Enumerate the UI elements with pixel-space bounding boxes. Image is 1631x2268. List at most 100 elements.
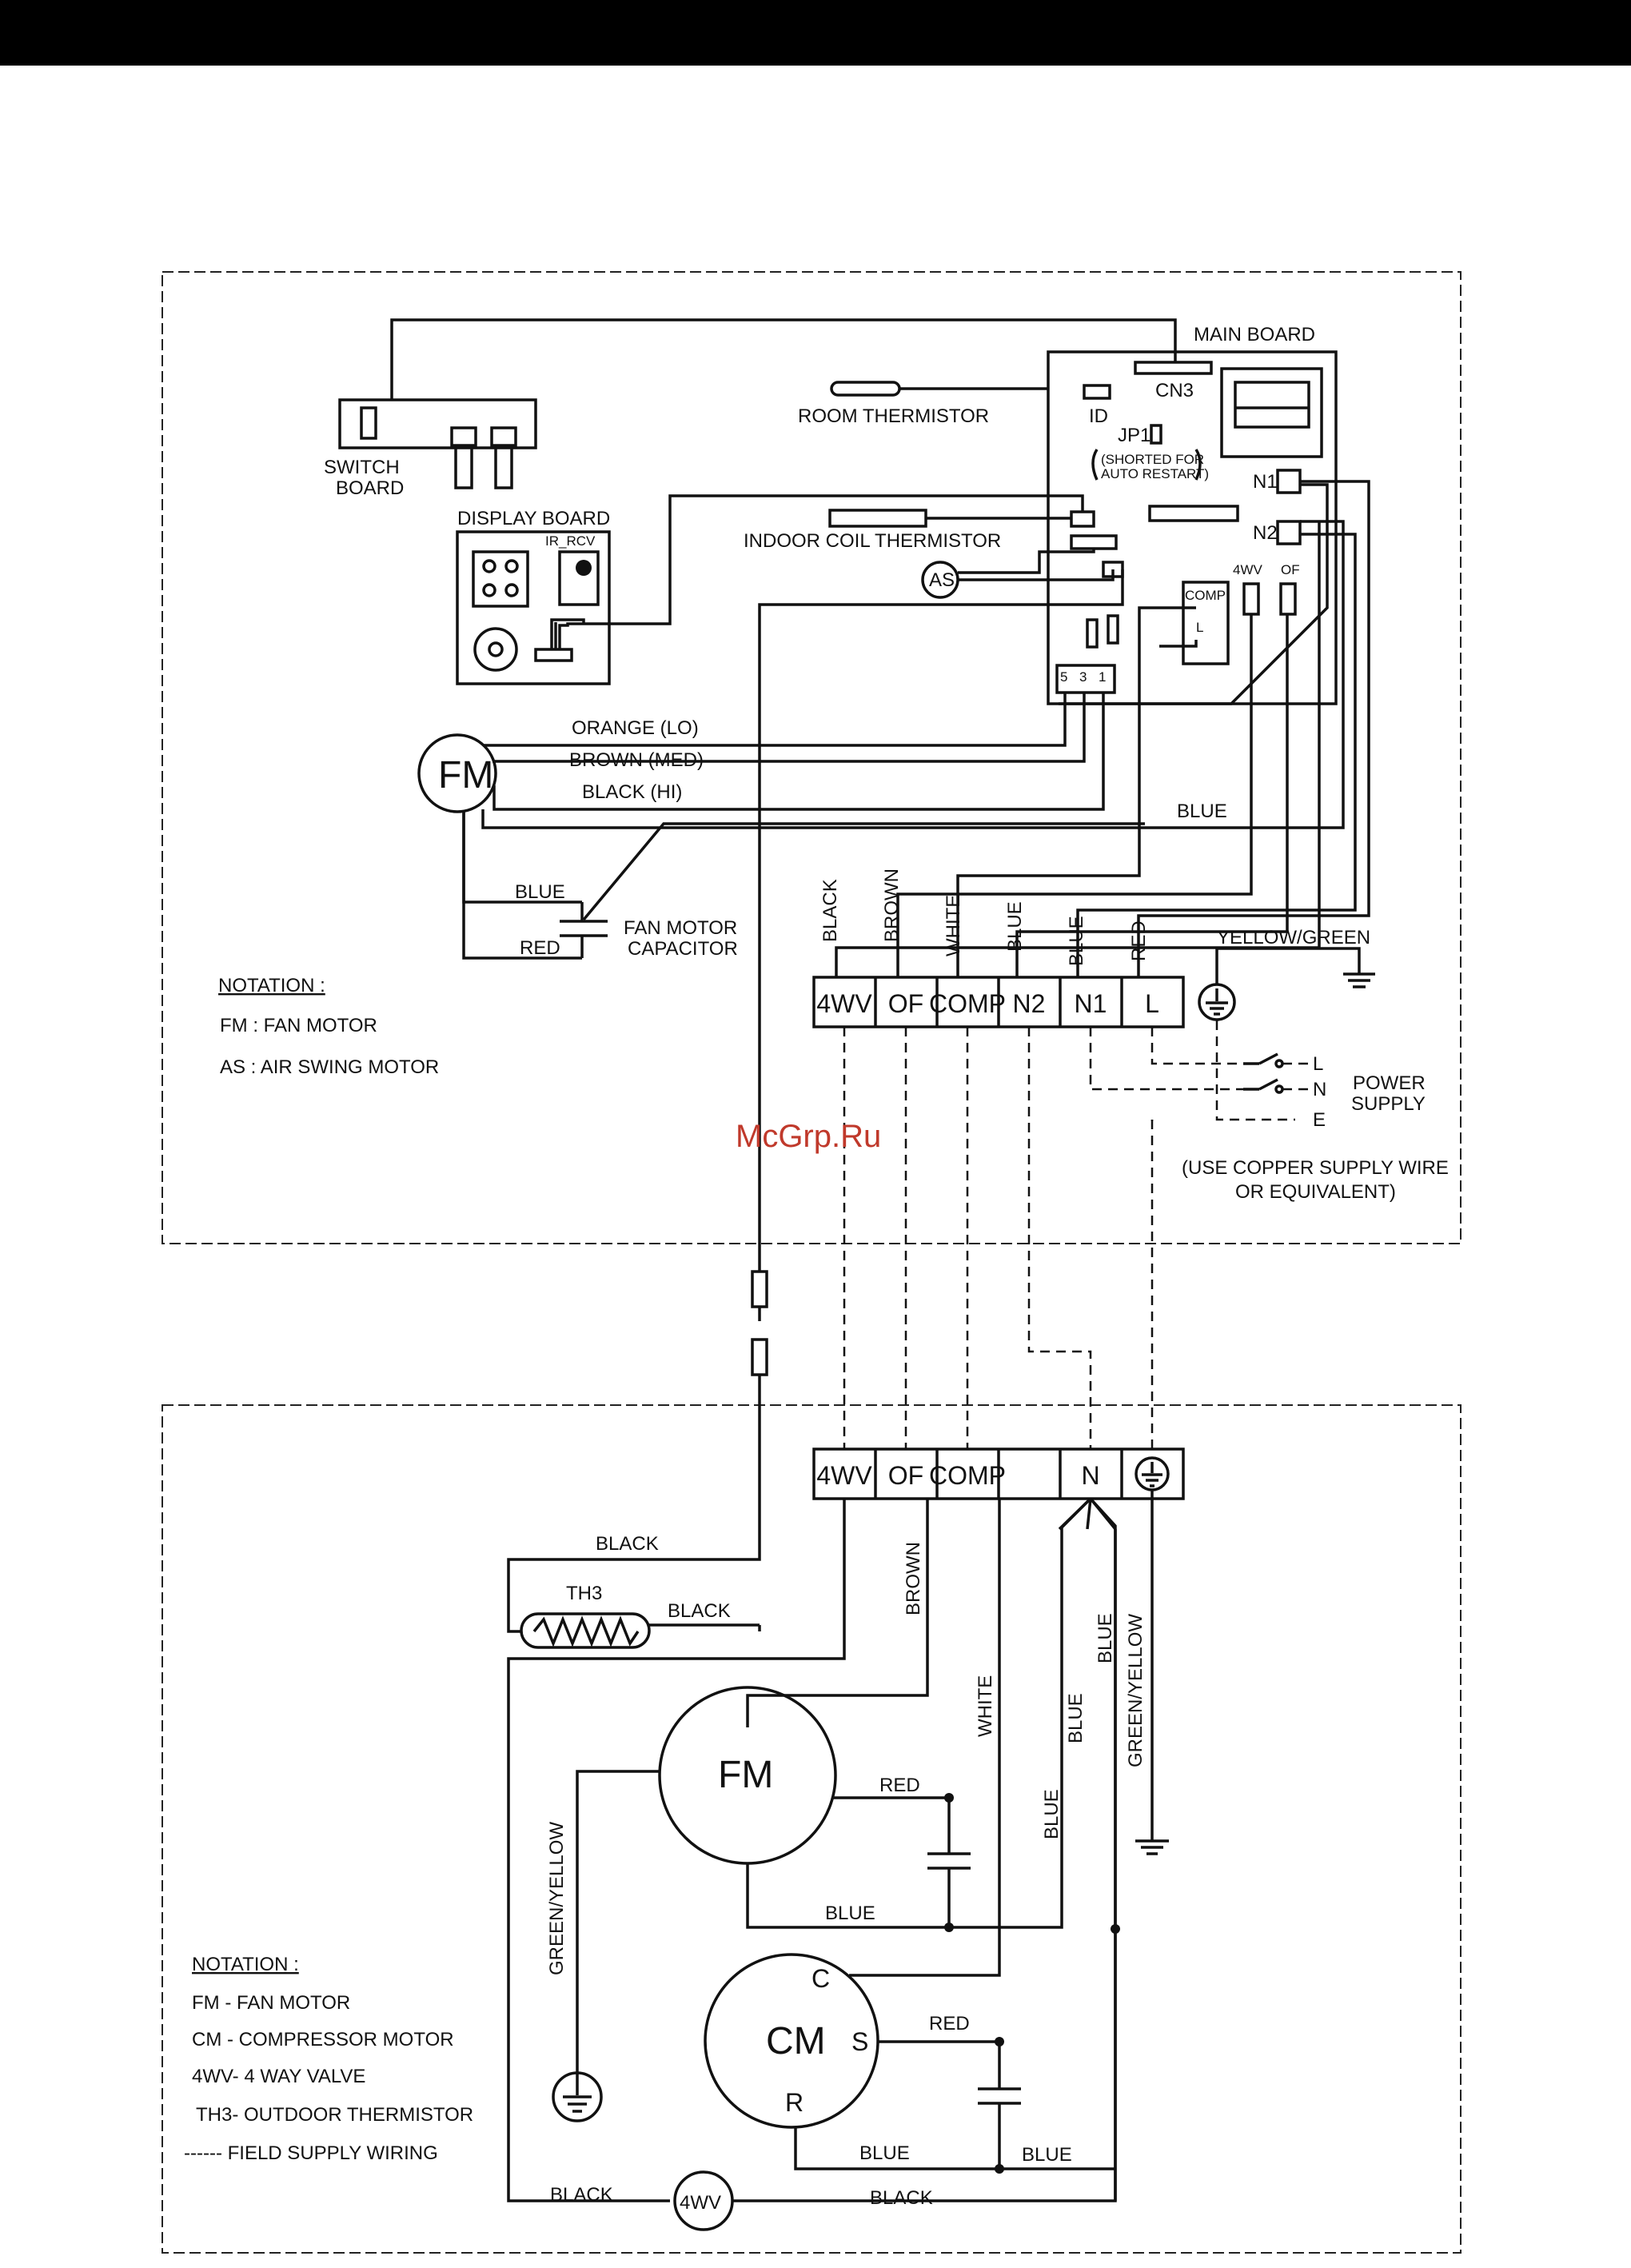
indoor-terminal-block xyxy=(812,976,1185,1028)
blue-b-label: BLUE xyxy=(1065,1693,1087,1743)
indoor-fan-motor xyxy=(417,733,497,813)
outdoor-terminal-block xyxy=(812,1447,1185,1500)
black-top-label: BLACK xyxy=(596,1533,659,1555)
outdoor-ground-terminal xyxy=(1135,1456,1170,1491)
vert-label-blue-1: BLUE xyxy=(1004,901,1026,952)
white-label: WHITE xyxy=(975,1675,996,1737)
relay-4wv-terminal xyxy=(1242,582,1260,616)
fan-connector xyxy=(1055,664,1116,694)
top-black-bar xyxy=(0,0,1631,66)
outdoor-terminal-n: N xyxy=(1081,1461,1099,1490)
vert-label-red: RED xyxy=(1128,920,1150,961)
n2-label: N2 xyxy=(1253,522,1278,544)
brown-label: BROWN xyxy=(903,1542,924,1615)
board-connector-a xyxy=(1148,505,1239,522)
cap-red-label: RED xyxy=(520,937,560,959)
cap-label-1: FAN MOTOR xyxy=(624,917,737,939)
relay-of-terminal xyxy=(1279,582,1297,616)
switch-connector xyxy=(360,406,377,440)
main-board-label: MAIN BOARD xyxy=(1194,324,1315,345)
id-connector xyxy=(1083,384,1111,400)
id-label: ID xyxy=(1089,405,1108,427)
green-yellow-left-label: GREEN/YELLOW xyxy=(546,1822,568,1975)
jp1-note-2: AUTO RESTART) xyxy=(1101,466,1209,481)
power-supply-label-1: POWER xyxy=(1353,1072,1426,1094)
outdoor-notation-th3: TH3- OUTDOOR THERMISTOR xyxy=(196,2104,473,2126)
relay-pin-2 xyxy=(1107,614,1119,645)
supply-l: L xyxy=(1313,1053,1323,1075)
four-way-valve-label: 4WV xyxy=(680,2192,721,2214)
cn3-label: CN3 xyxy=(1155,380,1194,401)
compressor-s: S xyxy=(851,2027,868,2056)
wire-black-label: BLACK (HI) xyxy=(582,781,682,803)
vert-label-black: BLACK xyxy=(819,879,841,942)
blue-a-label: BLUE xyxy=(1041,1789,1063,1839)
compressor-c: C xyxy=(812,1964,830,1993)
display-buzzer xyxy=(473,627,518,672)
black-th3-label: BLACK xyxy=(668,1600,731,1622)
indoor-fan-motor-label: FM xyxy=(438,754,493,797)
switch-stem-2 xyxy=(494,446,513,489)
watermark: McGrp.Ru xyxy=(736,1119,881,1154)
vert-label-white: WHITE xyxy=(943,895,964,956)
outdoor-terminal-comp: COMP xyxy=(929,1461,1006,1490)
vert-label-brown: BROWN xyxy=(881,868,903,942)
compressor-label: CM xyxy=(766,2020,826,2062)
cn3-connector xyxy=(1134,361,1213,375)
cm-red-label: RED xyxy=(929,2013,970,2034)
indoor-notation-as: AS : AIR SWING MOTOR xyxy=(220,1056,439,1078)
comp-relay-l: L xyxy=(1196,620,1203,635)
switch-board-label-1: SWITCH xyxy=(324,457,400,478)
fm-red-label: RED xyxy=(879,1775,920,1796)
cap-blue-label: BLUE xyxy=(515,881,565,903)
outdoor-terminal-of: OF xyxy=(888,1461,923,1490)
power-supply-label-2: SUPPLY xyxy=(1351,1093,1426,1115)
wire-brown-label: BROWN (MED) xyxy=(569,749,704,771)
jp1-label: JP1 xyxy=(1118,425,1150,446)
relay-4wv-label: 4WV xyxy=(1233,562,1263,577)
indoor-coil-connector xyxy=(1070,510,1095,528)
display-led-block xyxy=(472,550,529,608)
fan-pin-1: 1 xyxy=(1099,669,1106,685)
th3-label: TH3 xyxy=(566,1583,602,1604)
vert-label-blue-2: BLUE xyxy=(1066,916,1087,966)
comp-relay xyxy=(1182,581,1230,665)
copper-note-2: OR EQUIVALENT) xyxy=(1235,1181,1396,1203)
relay-pin-1 xyxy=(1086,618,1099,649)
outdoor-notation-title: NOTATION : xyxy=(192,1954,299,1975)
outdoor-notation-field: ------ FIELD SUPPLY WIRING xyxy=(184,2142,438,2164)
display-board xyxy=(456,530,611,685)
fm-blue-label: BLUE xyxy=(825,1903,875,1924)
cm-blue-left-label: BLUE xyxy=(859,2142,910,2164)
supply-n: N xyxy=(1313,1079,1326,1100)
wire-orange-label: ORANGE (LO) xyxy=(572,717,699,739)
indoor-terminal-n2: N2 xyxy=(1013,989,1046,1018)
indoor-coil-thermistor-label: INDOOR COIL THERMISTOR xyxy=(744,530,1001,552)
compressor-r: R xyxy=(785,2088,804,2117)
black-bottom-right-label: BLACK xyxy=(870,2187,933,2209)
indoor-terminal-comp: COMP xyxy=(929,989,1006,1018)
indoor-terminal-n1: N1 xyxy=(1075,989,1107,1018)
cap-label-2: CAPACITOR xyxy=(628,938,738,960)
indoor-coil-thermistor xyxy=(828,509,927,528)
room-thermistor xyxy=(830,381,901,397)
ir-rcv-label: IR_RCV xyxy=(545,533,596,549)
switch-button-2 xyxy=(490,426,517,447)
n1-label: N1 xyxy=(1253,471,1278,493)
indoor-notation-title: NOTATION : xyxy=(218,975,325,996)
blue-c-label: BLUE xyxy=(1095,1613,1116,1663)
fan-pin-3: 3 xyxy=(1079,669,1087,685)
indoor-terminal-l: L xyxy=(1145,989,1159,1018)
yellow-green-label: YELLOW/GREEN xyxy=(1217,927,1370,948)
switch-board-label-2: BOARD xyxy=(336,477,404,499)
indoor-unit-frame xyxy=(162,271,1462,1244)
outdoor-notation-4wv: 4WV- 4 WAY VALVE xyxy=(192,2066,365,2087)
green-yellow-right-label: GREEN/YELLOW xyxy=(1125,1614,1146,1767)
relay-of-label: OF xyxy=(1281,562,1300,577)
outdoor-unit-frame xyxy=(162,1404,1462,2254)
outdoor-notation-fm: FM - FAN MOTOR xyxy=(192,1992,350,2014)
outdoor-notation-cm: CM - COMPRESSOR MOTOR xyxy=(192,2029,454,2050)
display-connector xyxy=(534,648,573,662)
board-transformer-inner xyxy=(1234,381,1310,429)
